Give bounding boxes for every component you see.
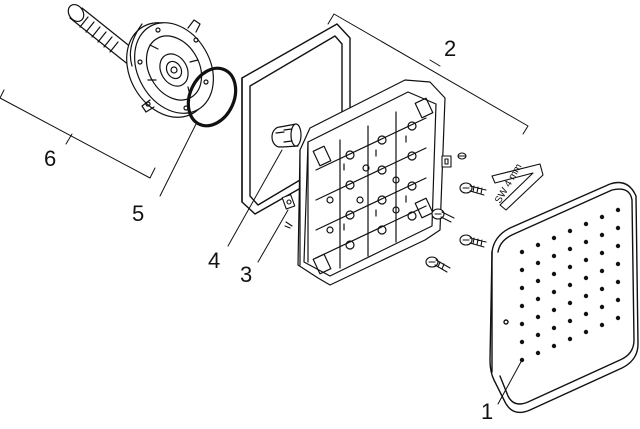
nozzle-dot <box>551 289 557 295</box>
threaded-pipe <box>67 4 147 71</box>
nozzle-dot <box>615 261 621 267</box>
nozzle-dot <box>599 250 605 256</box>
mounting-flange <box>126 19 214 118</box>
callout-6-label: 6 <box>44 146 57 171</box>
nozzle-dot <box>599 286 605 292</box>
nozzle-dot <box>567 246 573 252</box>
nozzle-dot <box>551 235 557 241</box>
nozzle-dot <box>551 307 557 313</box>
nozzle-dot <box>551 271 557 277</box>
nozzle-dot <box>535 314 541 320</box>
nozzle-dot <box>567 282 573 288</box>
callout-5-label: 5 <box>132 201 145 226</box>
mounting-plate <box>297 79 446 286</box>
screw-1 <box>459 182 487 196</box>
nozzle-dot <box>583 293 589 299</box>
set-screw-top <box>457 152 467 160</box>
nozzle-dot <box>535 278 541 284</box>
nozzle-dot <box>519 285 525 291</box>
nozzle-dot <box>551 325 557 331</box>
hex-key-icon <box>491 163 544 211</box>
part-4-cartridge <box>271 123 302 148</box>
nozzle-dot <box>599 268 605 274</box>
nozzle-dot <box>615 315 621 321</box>
nozzle-dot <box>583 311 589 317</box>
screw-4 <box>425 256 451 273</box>
nozzle-dot <box>551 253 557 259</box>
nozzle-dot <box>599 322 605 328</box>
part-6-inlet-body <box>67 4 214 118</box>
nozzle-dot <box>519 249 525 255</box>
part-1-shower-head <box>489 181 639 414</box>
callout-1-label: 1 <box>481 399 494 424</box>
nozzle-dot <box>535 242 541 248</box>
fixing-screws <box>425 152 487 273</box>
nozzle-dot <box>599 304 605 310</box>
callout-3-label: 3 <box>240 262 253 287</box>
screw-3 <box>459 234 487 248</box>
nozzle-dot <box>519 267 525 273</box>
nozzle-dot <box>519 303 525 309</box>
nozzle-dot <box>583 275 589 281</box>
leader-lines <box>0 13 529 405</box>
nozzle-dot <box>567 228 573 234</box>
nozzle-dot <box>615 297 621 303</box>
nozzle-dot <box>615 243 621 249</box>
nozzle-dot <box>567 264 573 270</box>
nozzle-dot <box>599 214 605 220</box>
nozzle-dot <box>567 336 573 342</box>
part-5-o-ring <box>186 66 238 128</box>
nozzle-dot <box>535 296 541 302</box>
nozzle-dot <box>615 207 621 213</box>
part-3-small-screw <box>281 194 296 229</box>
nozzle-dot <box>583 239 589 245</box>
nozzle-dot <box>519 339 525 345</box>
callout-2-label: 2 <box>444 36 457 61</box>
nozzle-dot <box>583 329 589 335</box>
clip-square <box>441 155 452 168</box>
nozzle-dot <box>615 279 621 285</box>
nozzle-grid <box>519 207 621 363</box>
nozzle-dot <box>535 260 541 266</box>
nozzle-dot <box>535 350 541 356</box>
nozzle-dot <box>567 300 573 306</box>
nozzle-dot <box>599 232 605 238</box>
nozzle-dot <box>615 225 621 231</box>
screw-2 <box>431 208 455 223</box>
nozzle-dot <box>583 257 589 263</box>
callout-4-label: 4 <box>208 248 221 273</box>
nozzle-dot <box>551 343 557 349</box>
nozzle-dot <box>535 332 541 338</box>
nozzle-dot <box>519 321 525 327</box>
nozzle-dot <box>583 221 589 227</box>
nozzle-dot <box>567 318 573 324</box>
